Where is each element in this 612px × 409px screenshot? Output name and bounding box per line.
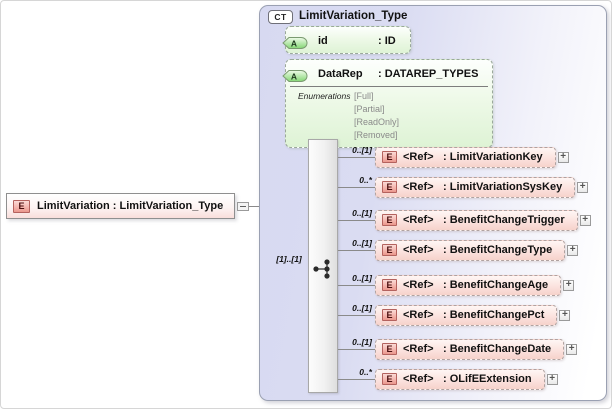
element-name: <Ref> xyxy=(403,244,434,256)
enumeration-value: [Partial] xyxy=(354,104,385,114)
cardinality-label: 0..* xyxy=(359,175,372,185)
element-name: <Ref> xyxy=(403,279,434,291)
element-row: 0..* E <Ref> : LimitVariationSysKey + xyxy=(338,174,589,200)
cardinality-label: 0..[1] xyxy=(352,238,372,248)
global-element-box[interactable]: E LimitVariation : LimitVariation_Type xyxy=(6,193,235,219)
element-type: : BenefitChangeAge xyxy=(443,279,549,291)
enumerations-label: Enumerations xyxy=(298,91,351,101)
element-badge-icon: E xyxy=(382,244,397,256)
element-type: : LimitVariationSysKey xyxy=(443,181,563,193)
attribute-badge-letter: A xyxy=(291,39,297,49)
element-type: : BenefitChangeType xyxy=(443,244,553,256)
element-ref-box[interactable]: E <Ref> : LimitVariationKey xyxy=(375,146,556,168)
attribute-box-datarep[interactable]: A DataRep : DATAREP_TYPES Enumerations [F… xyxy=(282,59,494,148)
connector-line xyxy=(338,315,375,316)
expand-icon[interactable]: + xyxy=(577,181,589,193)
connector-line xyxy=(338,250,375,251)
expand-icon[interactable]: + xyxy=(567,244,579,256)
cardinality-label: 0..[1] xyxy=(352,145,372,155)
element-badge-icon: E xyxy=(382,279,397,291)
element-name: <Ref> xyxy=(403,151,434,163)
collapse-handle-icon[interactable] xyxy=(237,202,249,211)
connector-line xyxy=(338,349,375,350)
attribute-type: : DATAREP_TYPES xyxy=(378,68,479,80)
element-row: 0..* E <Ref> : OLifEExtension + xyxy=(338,366,558,392)
cardinality-label: 0..[1] xyxy=(352,273,372,283)
element-type: : BenefitChangePct xyxy=(443,309,545,321)
element-row: 0..[1] E <Ref> : BenefitChangeAge + xyxy=(338,272,575,298)
expand-icon[interactable]: + xyxy=(566,343,578,355)
sequence-icon xyxy=(312,258,336,285)
enumeration-value: [Full] xyxy=(354,91,374,101)
enumerations-section: Enumerations [Full] [Partial] [ReadOnly] [R… xyxy=(290,86,489,147)
element-row: 0..[1] E <Ref> : BenefitChangeDate + xyxy=(338,336,578,362)
element-name: <Ref> xyxy=(403,214,434,226)
complex-type-badge-icon: CT xyxy=(268,10,293,24)
attribute-name: DataRep xyxy=(318,68,363,80)
connector-line xyxy=(338,187,375,188)
element-ref-box[interactable]: E <Ref> : BenefitChangeType xyxy=(375,239,566,261)
cardinality-label: 0..[1] xyxy=(352,303,372,313)
connector-line xyxy=(338,379,375,380)
element-ref-box[interactable]: E <Ref> : BenefitChangePct xyxy=(375,304,558,326)
sequence-bar[interactable] xyxy=(308,139,338,393)
element-badge-icon: E xyxy=(382,309,397,321)
element-name: <Ref> xyxy=(403,373,434,385)
element-badge-icon: E xyxy=(382,214,397,226)
attribute-name: id xyxy=(318,35,328,47)
element-type: : OLifEExtension xyxy=(443,373,532,385)
element-name: <Ref> xyxy=(403,309,434,321)
global-element-label: LimitVariation : LimitVariation_Type xyxy=(37,200,224,212)
connector-line xyxy=(338,220,375,221)
expand-icon[interactable]: + xyxy=(546,373,558,385)
element-name: <Ref> xyxy=(403,343,434,355)
cardinality-label: 0..[1] xyxy=(352,208,372,218)
element-badge-icon: E xyxy=(382,151,397,163)
expand-icon[interactable]: + xyxy=(563,279,575,291)
element-row: 0..[1] E <Ref> : LimitVariationKey + xyxy=(338,144,569,170)
element-badge-icon: E xyxy=(13,199,30,213)
element-badge-icon: E xyxy=(382,343,397,355)
cardinality-label: 0..[1] xyxy=(352,337,372,347)
element-ref-box[interactable]: E <Ref> : BenefitChangeDate xyxy=(375,338,565,360)
attribute-icon: A xyxy=(282,66,308,92)
element-badge-icon: E xyxy=(382,181,397,193)
element-ref-box[interactable]: E <Ref> : BenefitChangeTrigger xyxy=(375,209,578,231)
expand-icon[interactable]: + xyxy=(579,214,591,226)
attribute-icon: A xyxy=(282,33,308,59)
element-type: : BenefitChangeTrigger xyxy=(443,214,565,226)
enumeration-value: [ReadOnly] xyxy=(354,117,400,127)
element-ref-box[interactable]: E <Ref> : OLifEExtension xyxy=(375,368,545,390)
enumeration-value: [Removed] xyxy=(354,130,398,140)
attribute-type: : ID xyxy=(378,35,396,47)
element-badge-icon: E xyxy=(382,373,397,385)
connector-line xyxy=(338,285,375,286)
element-row: 0..[1] E <Ref> : BenefitChangePct + xyxy=(338,302,571,328)
cardinality-label: 0..* xyxy=(359,367,372,377)
connector-line xyxy=(338,157,375,158)
element-row: 0..[1] E <Ref> : BenefitChangeType + xyxy=(338,237,579,263)
enumeration-values: [Full] [Partial] [ReadOnly] [Removed] xyxy=(354,90,478,142)
attribute-badge-letter: A xyxy=(291,72,297,82)
sequence-cardinality-label: [1]..[1] xyxy=(276,254,302,264)
element-name: <Ref> xyxy=(403,181,434,193)
element-ref-box[interactable]: E <Ref> : LimitVariationSysKey xyxy=(375,176,576,198)
element-ref-box[interactable]: E <Ref> : BenefitChangeAge xyxy=(375,274,562,296)
expand-icon[interactable]: + xyxy=(559,309,571,321)
complex-type-title[interactable]: LimitVariation_Type xyxy=(299,10,408,22)
attribute-box-id[interactable]: A id : ID xyxy=(282,26,411,54)
element-type: : LimitVariationKey xyxy=(443,151,543,163)
element-row: 0..[1] E <Ref> : BenefitChangeTrigger + xyxy=(338,207,591,233)
element-type: : BenefitChangeDate xyxy=(443,343,552,355)
expand-icon[interactable]: + xyxy=(557,151,569,163)
